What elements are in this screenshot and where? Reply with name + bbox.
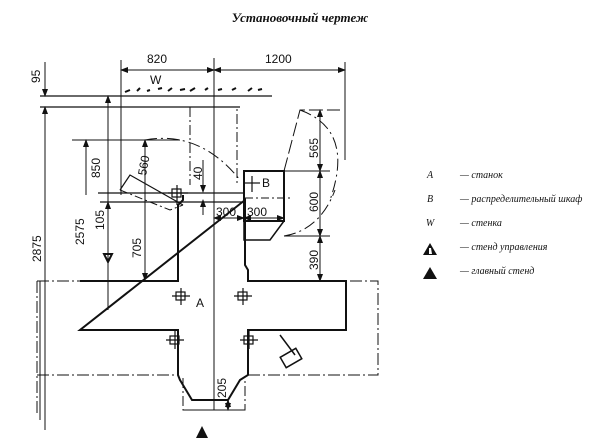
main-stand-icon [423, 267, 437, 279]
dim-2575: 2575 [73, 218, 87, 245]
control-stand-icon [102, 253, 114, 265]
dim-565: 565 [307, 138, 321, 158]
control-stand-icon [423, 243, 437, 255]
anchor-icon [244, 176, 260, 192]
dim-205: 205 [215, 378, 229, 398]
anchor-icon [172, 288, 190, 305]
legend-text: — главный стенд [460, 266, 535, 277]
label-wall: W [150, 73, 162, 87]
dim-300-right: 300 [247, 205, 267, 219]
anchor-icon [234, 288, 252, 305]
legend-text: — станок [460, 170, 503, 181]
control-pendant [279, 334, 303, 369]
legend-key: B [426, 194, 434, 205]
legend-text: — распределительный шкаф [460, 194, 583, 205]
label-machine: A [196, 296, 204, 310]
dim-1200: 1200 [265, 52, 292, 66]
anchor-points [166, 176, 260, 349]
dim-105: 105 [93, 210, 107, 230]
label-cabinet: B [262, 176, 270, 190]
dim-820: 820 [147, 52, 167, 66]
dim-300-left: 300 [216, 205, 236, 219]
anchor-icon [168, 185, 188, 205]
dim-390: 390 [307, 250, 321, 270]
anchor-icon [166, 331, 184, 349]
drawing-title: Установочный чертеж [231, 10, 369, 25]
legend-text: — стенд управления [460, 242, 548, 253]
dim-2875: 2875 [30, 235, 44, 262]
main-stand-icon [196, 426, 208, 438]
dim-705: 705 [130, 238, 144, 258]
wall-w [40, 87, 272, 108]
dim-600: 600 [307, 192, 321, 212]
legend-text: — стенка [460, 218, 502, 229]
legend-key: A [426, 170, 434, 181]
dim-95: 95 [29, 69, 43, 83]
dim-560: 560 [135, 154, 152, 176]
legend-key: W [425, 218, 435, 229]
anchor-icon [240, 331, 258, 349]
dim-40: 40 [191, 166, 205, 180]
dim-850: 850 [89, 158, 103, 178]
